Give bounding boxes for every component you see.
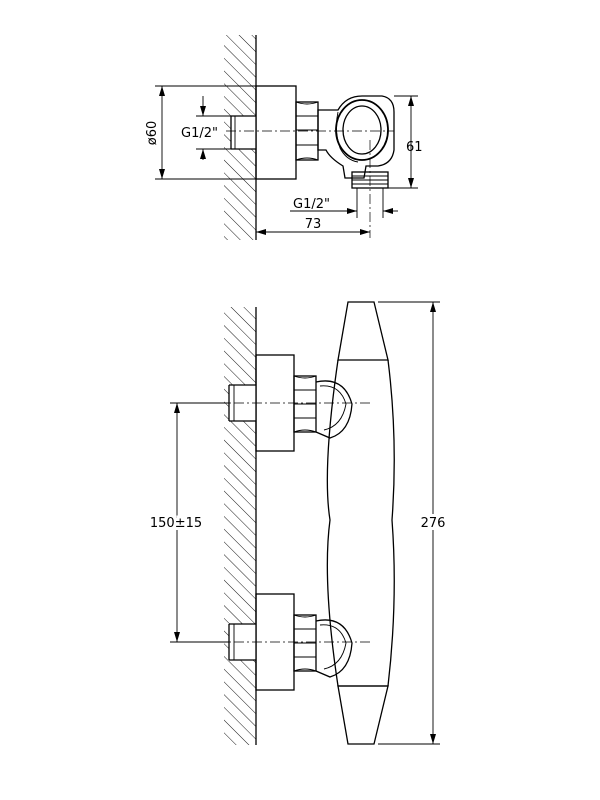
dim-depth: 73 (256, 217, 370, 235)
front-view: 150±15 276 (147, 301, 448, 745)
body-barrel (326, 359, 395, 687)
dim-height: 61 (388, 95, 423, 189)
dim-center-distance: 150±15 (147, 402, 229, 643)
valve-body-top (317, 95, 395, 179)
outlet-thread-label: G1/2" (293, 197, 330, 212)
overall-length-label: 276 (421, 516, 446, 531)
dim-inlet-thread: G1/2" (181, 96, 231, 160)
dim-overall-length: 276 (378, 301, 448, 745)
lower-connection (315, 619, 353, 678)
top-handle (337, 301, 389, 361)
center-distance-label: 150±15 (150, 516, 202, 531)
dim-outlet-thread: G1/2" (290, 188, 398, 218)
inlet-thread-label: G1/2" (181, 126, 218, 141)
depth-label: 73 (305, 217, 322, 232)
lower-hex-nut (293, 614, 317, 672)
wall-nipple-top (230, 115, 256, 150)
wall-section-front (224, 307, 257, 745)
mixer-body (326, 301, 395, 745)
rosette-top (255, 85, 297, 180)
diameter-label: ø60 (145, 121, 160, 146)
dim-diameter: ø60 (145, 85, 256, 180)
height-label: 61 (406, 140, 423, 155)
bottom-handle (337, 685, 389, 745)
wall-section-top (224, 35, 257, 240)
upper-connection (315, 380, 353, 439)
top-view: ø60 G1/2" 61 G1/2" (145, 35, 423, 240)
upper-hex-nut (293, 375, 317, 433)
